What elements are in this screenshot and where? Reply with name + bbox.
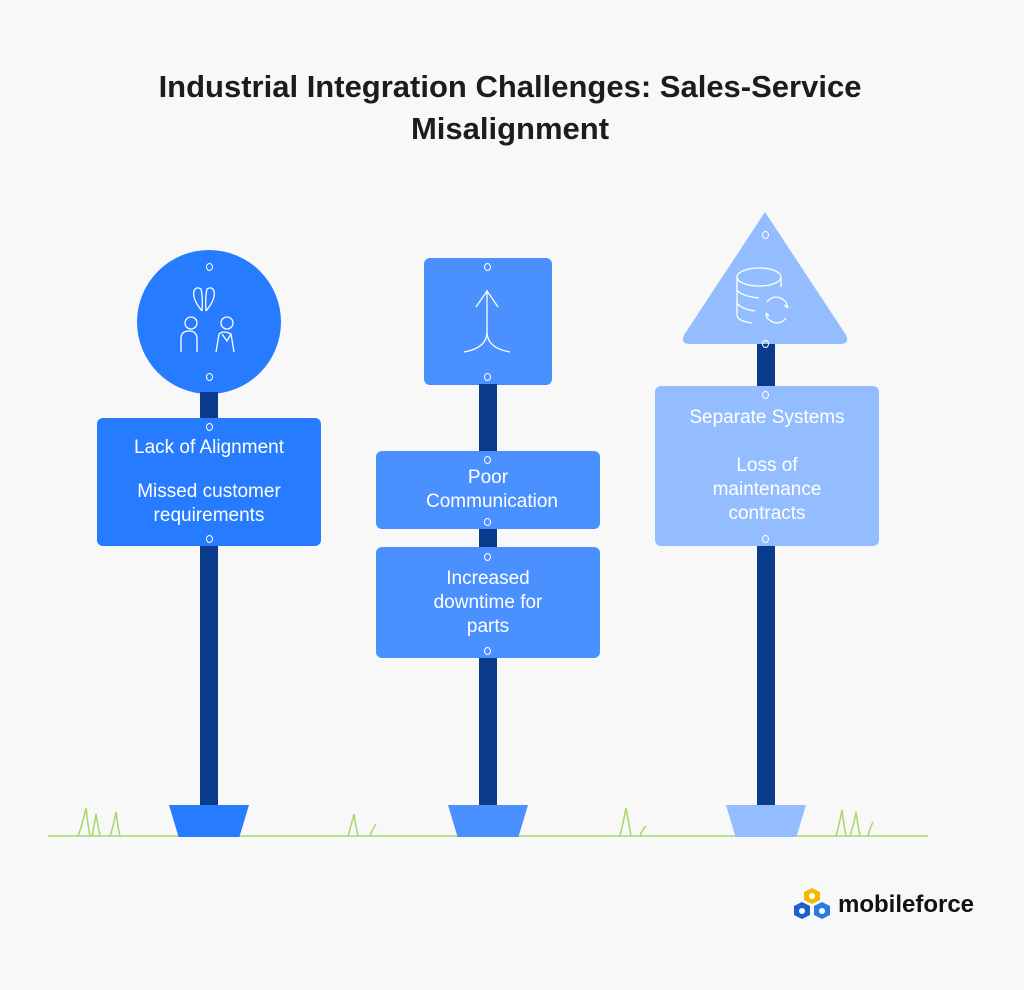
sign-base-3 <box>726 805 806 837</box>
triangle-sign <box>682 212 848 344</box>
bolt-hole <box>484 263 491 271</box>
bolt-hole <box>762 340 769 348</box>
board-text: Missed customer requirements <box>137 481 281 526</box>
bolt-hole <box>484 518 491 526</box>
logo-hexagons-icon <box>794 888 830 919</box>
board-heading: Separate Systems <box>689 407 845 428</box>
board-lack-of-alignment: Lack of Alignment Missed customer requir… <box>97 418 321 546</box>
bolt-hole <box>484 456 491 464</box>
database-sync-icon <box>736 267 789 324</box>
bolt-hole <box>206 373 213 381</box>
bolt-hole <box>484 553 491 561</box>
two-people-icon <box>180 287 235 353</box>
bolt-hole <box>762 391 769 399</box>
bolt-hole <box>762 535 769 543</box>
square-sign <box>424 258 552 385</box>
merge-arrow-icon <box>463 289 511 353</box>
sign-base-2 <box>448 805 528 837</box>
bolt-hole <box>206 423 213 431</box>
logo-text: mobileforce <box>838 891 975 918</box>
bolt-hole <box>484 373 491 381</box>
bolt-hole <box>206 263 213 271</box>
page-title: Industrial Integration Challenges: Sales… <box>158 69 862 146</box>
bolt-hole <box>762 231 769 239</box>
board-separate-systems: Separate Systems Loss of maintenance con… <box>655 386 879 546</box>
round-sign <box>137 250 281 394</box>
bolt-hole <box>206 535 213 543</box>
bolt-hole <box>484 647 491 655</box>
board-increased-downtime: Increased downtime for parts <box>376 547 600 658</box>
board-heading: Poor Communication <box>426 467 558 512</box>
sign-base-1 <box>169 805 249 837</box>
board-heading: Lack of Alignment <box>134 437 284 458</box>
board-heading: Increased downtime for parts <box>433 567 543 637</box>
mobileforce-logo: mobileforce <box>792 886 974 924</box>
board-poor-communication: Poor Communication <box>376 451 600 529</box>
board-text: Loss of maintenance contracts <box>712 455 822 524</box>
